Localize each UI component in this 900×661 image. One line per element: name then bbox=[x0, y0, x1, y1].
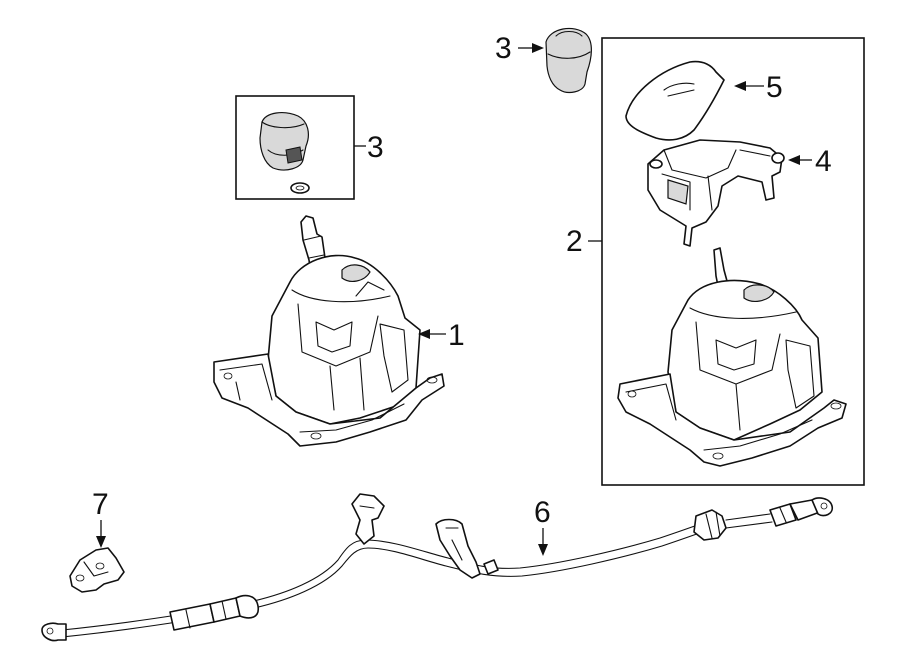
shift-cable-6 bbox=[41, 493, 834, 642]
shift-knob-top bbox=[545, 27, 592, 94]
callout-5: 5 bbox=[734, 71, 783, 104]
callout-4-label: 4 bbox=[815, 145, 832, 178]
callout-5-label: 5 bbox=[766, 71, 783, 104]
shifter-assembly-2 bbox=[617, 247, 847, 467]
cable-bracket-7 bbox=[69, 547, 125, 593]
callout-3-top: 3 bbox=[495, 32, 544, 65]
callout-6: 6 bbox=[534, 496, 551, 556]
trim-housing-4 bbox=[647, 139, 785, 247]
callout-7: 7 bbox=[92, 488, 109, 548]
callout-2: 2 bbox=[566, 225, 602, 258]
callout-6-label: 6 bbox=[534, 496, 551, 529]
callout-1-label: 1 bbox=[448, 319, 465, 352]
bezel-cover-5 bbox=[625, 60, 725, 141]
knob-inset-box bbox=[235, 95, 355, 200]
shift-knob-inset bbox=[259, 112, 309, 171]
shifter-assembly-1 bbox=[213, 215, 445, 447]
callout-1: 1 bbox=[418, 319, 465, 352]
callout-2-label: 2 bbox=[566, 225, 583, 258]
callout-3-top-label: 3 bbox=[495, 32, 512, 65]
assembly-2-box bbox=[601, 37, 865, 486]
knob-washer bbox=[290, 182, 310, 194]
callout-7-label: 7 bbox=[92, 488, 109, 521]
callout-4: 4 bbox=[788, 145, 832, 178]
callout-3-inset: 3 bbox=[354, 131, 384, 164]
callout-3-inset-label: 3 bbox=[367, 131, 384, 164]
